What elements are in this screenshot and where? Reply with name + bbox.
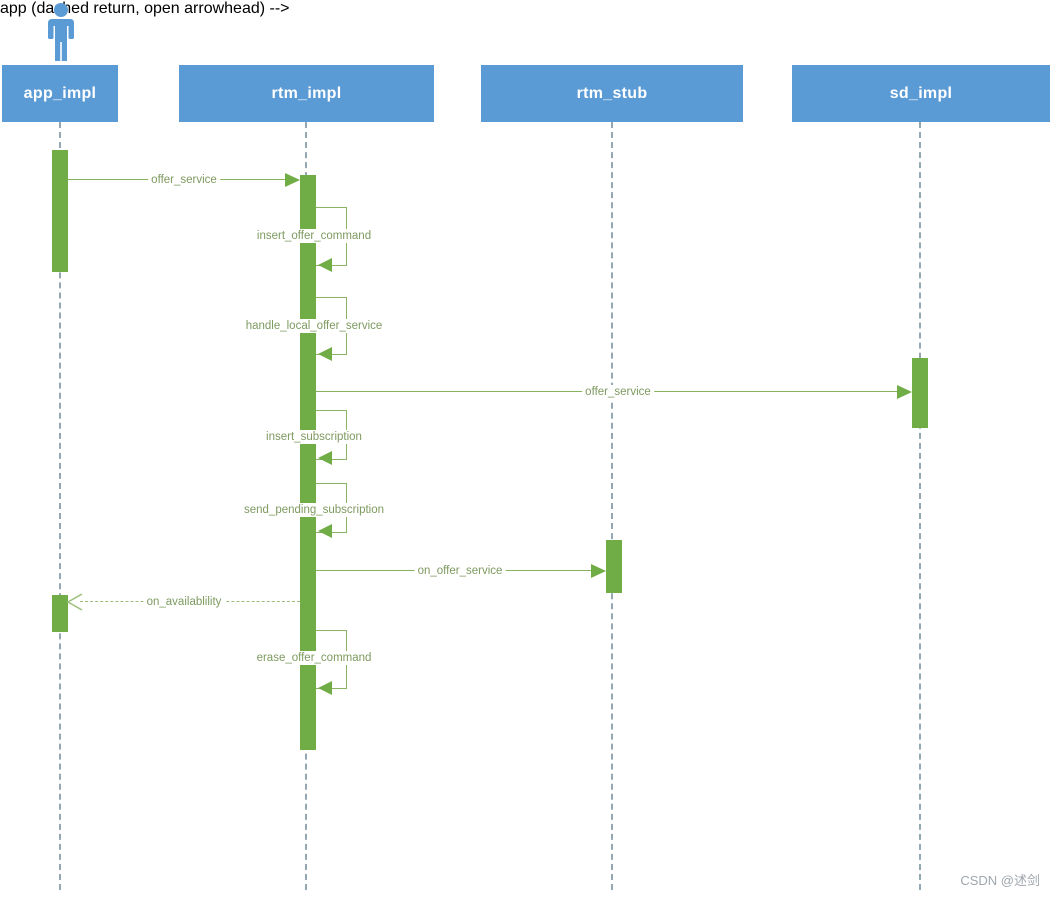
arrowhead-erase-offer-command	[318, 681, 332, 695]
actor-icon	[48, 3, 74, 61]
arrowhead-insert-subscription	[318, 451, 332, 465]
lifeline-sd-impl	[919, 122, 921, 890]
message-label-erase-offer-command: erase_offer_command	[253, 651, 375, 665]
arrowhead-on-offer-service	[591, 564, 606, 578]
message-label-insert-subscription: insert_subscription	[263, 430, 365, 444]
arrowhead-offer-service-1	[285, 173, 300, 187]
arrowhead-send-pending-subscription	[318, 524, 332, 538]
arrowhead-handle-local-offer-service	[318, 347, 332, 361]
lifeline-app-impl	[59, 122, 61, 890]
arrowhead-insert-offer-command	[318, 258, 332, 272]
participant-app-impl: app_impl	[2, 65, 118, 122]
arrowhead-on-availablility	[66, 593, 83, 611]
arrowhead-offer-service-2	[897, 385, 912, 399]
lifeline-rtm-stub	[611, 122, 613, 890]
participant-rtm-stub: rtm_stub	[481, 65, 743, 122]
message-label-offer-service-2: offer_service	[582, 385, 654, 399]
participant-sd-impl: sd_impl	[792, 65, 1050, 122]
activation-sd	[912, 358, 928, 428]
message-label-send-pending-subscription: send_pending_subscription	[240, 503, 388, 517]
activation-app-2	[52, 595, 68, 632]
activation-app-1	[52, 150, 68, 272]
message-label-handle-local-offer-service: handle_local_offer_service	[242, 319, 386, 333]
activation-rtm	[300, 175, 316, 750]
message-label-offer-service-1: offer_service	[148, 173, 220, 187]
message-label-on-offer-service: on_offer_service	[414, 564, 506, 578]
message-label-on-availablility: on_availablility	[143, 595, 225, 609]
watermark: CSDN @述剑	[960, 873, 1040, 888]
message-label-insert-offer-command: insert_offer_command	[253, 229, 375, 243]
participant-rtm-impl: rtm_impl	[179, 65, 434, 122]
activation-stub	[606, 540, 622, 593]
